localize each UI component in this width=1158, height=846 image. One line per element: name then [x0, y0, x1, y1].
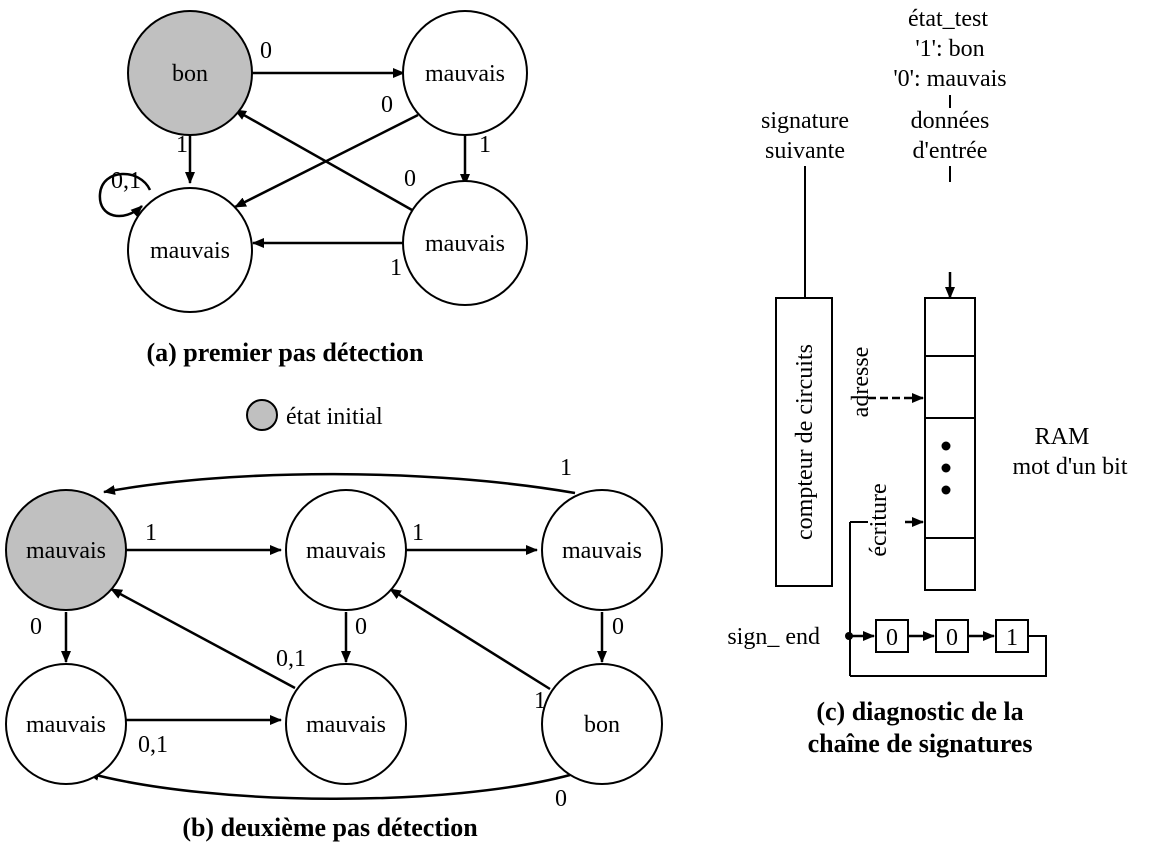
legend-swatch — [246, 399, 278, 431]
edge-label: 0 — [381, 92, 393, 118]
state-label: bon — [172, 61, 208, 87]
ellipsis-dot — [941, 485, 951, 495]
edge-label: 0 — [30, 614, 42, 640]
edge-label: 0 — [404, 166, 416, 192]
state-node — [541, 663, 663, 785]
state-label: bon — [584, 712, 620, 738]
panel-b: mauvais mauvais mauvais mauvais mauvais … — [5, 455, 663, 842]
edge-b-m3-to-m1-arc — [103, 472, 576, 495]
edge-a-lower-right-to-bon — [234, 108, 413, 212]
etat-test-label: état_test — [908, 6, 988, 32]
donnees-label-1: données — [911, 108, 990, 134]
state-label: mauvais — [562, 538, 642, 564]
shift-bit: 0 — [886, 625, 898, 651]
state-label: mauvais — [425, 61, 505, 87]
state-node — [285, 489, 407, 611]
edge-b-m6-to-m4-arc — [87, 771, 571, 800]
adresse-label: adresse — [848, 347, 874, 418]
mauvais-code-label: '0': mauvais — [893, 66, 1006, 92]
legend: état initial — [246, 399, 383, 431]
state-label: mauvais — [26, 538, 106, 564]
edge-label: 1 — [390, 255, 402, 281]
edge-label: 1 — [479, 132, 491, 158]
caption-c-line2: chaîne de signatures — [808, 729, 1033, 758]
state-label: mauvais — [425, 231, 505, 257]
caption-c-line1: (c) diagnostic de la — [816, 697, 1023, 726]
ram-label-1: RAM — [1035, 424, 1090, 450]
bon-code-label: '1': bon — [915, 36, 984, 62]
state-label: mauvais — [26, 712, 106, 738]
shift-feedback-loop — [850, 635, 1047, 677]
edge-label: 1 — [145, 520, 157, 546]
counter-label: compteur de circuits — [792, 344, 818, 540]
edge-label: 0,1 — [111, 168, 141, 194]
edge-a-self-loop — [98, 172, 152, 218]
sign-end-label: sign_ end — [727, 624, 820, 650]
counter-box — [775, 297, 833, 587]
edge-label: 1 — [560, 455, 572, 481]
caption-a: (a) premier pas détection — [146, 338, 424, 367]
edge-label: 0,1 — [138, 732, 168, 758]
edge-label: 0 — [355, 614, 367, 640]
state-node — [285, 663, 407, 785]
shift-cell — [995, 619, 1029, 653]
signature-label-2: suivante — [765, 138, 845, 164]
shift-cell — [935, 619, 969, 653]
edge-label: 0 — [555, 786, 567, 812]
edge-label: 1 — [534, 688, 546, 714]
shift-bit: 0 — [946, 625, 958, 651]
edge-b-m6-to-m2 — [389, 587, 551, 691]
state-label: mauvais — [306, 712, 386, 738]
shift-bit: 1 — [1006, 625, 1018, 651]
state-label: mauvais — [150, 238, 230, 264]
edge-label: 0,1 — [276, 646, 306, 672]
state-label: mauvais — [306, 538, 386, 564]
edge-label: 0 — [260, 38, 272, 64]
panel-c: état_test '1': bon '0': mauvais données … — [727, 6, 1128, 758]
state-node — [402, 10, 528, 136]
legend-text: état initial — [286, 404, 383, 430]
donnees-label-2: d'entrée — [913, 138, 988, 164]
state-node — [127, 10, 253, 136]
ecriture-label: écriture — [866, 483, 892, 556]
edge-label: 0 — [612, 614, 624, 640]
edge-label: 1 — [412, 520, 424, 546]
edge-label: 1 — [176, 132, 188, 158]
ellipsis-dot — [941, 463, 951, 473]
ram-label-2: mot d'un bit — [1013, 454, 1128, 480]
caption-b: (b) deuxième pas détection — [182, 813, 478, 842]
state-node — [402, 180, 528, 306]
state-node — [5, 663, 127, 785]
ellipsis-dot — [941, 441, 951, 451]
signature-label-1: signature — [761, 108, 849, 134]
state-node — [541, 489, 663, 611]
state-node — [127, 187, 253, 313]
ram-block — [924, 297, 976, 591]
state-node — [5, 489, 127, 611]
panel-a: bon mauvais mauvais mauvais 0 1 0,1 1 0 … — [98, 10, 528, 367]
edge-b-m5-to-m1 — [110, 587, 296, 690]
